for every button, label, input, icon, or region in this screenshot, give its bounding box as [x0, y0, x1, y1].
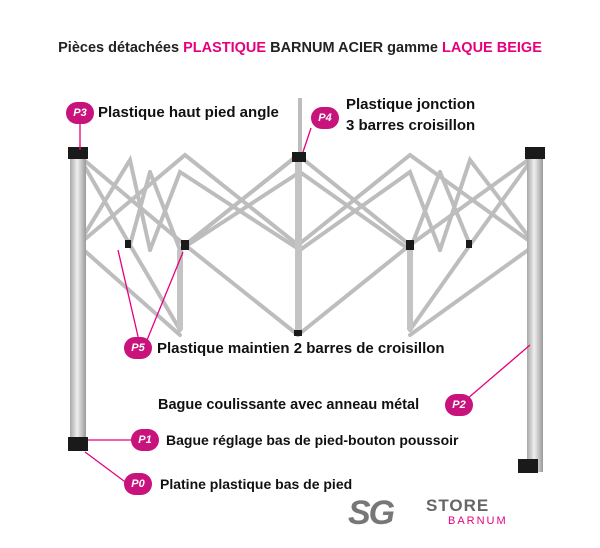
label-p4-line2: 3 barres croisillon — [346, 117, 476, 134]
front-left-leg — [70, 152, 86, 447]
p1-bottom-left — [68, 437, 88, 451]
leader-p4 — [302, 127, 312, 153]
title-part1: Pièces détachées — [58, 40, 184, 56]
p5-left — [181, 240, 189, 250]
leader-p5-a — [117, 249, 141, 346]
title-highlight-plastique: PLASTIQUE — [183, 40, 267, 56]
p5-right — [406, 240, 414, 250]
badge-p0: P0 — [124, 473, 152, 495]
back-left-leg — [177, 250, 183, 330]
label-p4-line1: Plastique jonction — [346, 96, 476, 113]
leader-p0 — [84, 451, 129, 485]
p3-top-left — [68, 147, 88, 159]
back-right-leg — [407, 250, 413, 330]
logo-barnum: BARNUM — [448, 515, 508, 527]
badge-p3: P3 — [66, 102, 94, 124]
label-p0: Platine plastique bas de pied — [160, 476, 353, 492]
center-post — [295, 162, 302, 332]
label-p1: Bague réglage bas de pied-bouton poussoi… — [166, 432, 459, 448]
p3-top-right — [525, 147, 545, 159]
logo-store: STORE — [426, 496, 490, 515]
center-mast — [298, 98, 302, 158]
leader-p5-b — [144, 251, 184, 346]
p5-bottom — [294, 330, 302, 336]
badge-p2: P2 — [445, 394, 473, 416]
p0-bottom-right — [518, 459, 538, 473]
label-p2: Bague coulissante avec anneau métal — [158, 397, 420, 413]
leader-p2 — [459, 344, 531, 406]
poles — [70, 98, 543, 472]
plastic-parts — [68, 147, 545, 473]
p4-junction — [292, 152, 306, 162]
badge-p4: P4 — [311, 107, 339, 129]
logo-sg: SG — [348, 494, 395, 532]
badge-p1: P1 — [131, 429, 159, 451]
page-title: Pièces détachées PLASTIQUE BARNUM ACIER … — [0, 40, 600, 56]
sg-store-barnum-logo: SG STORE BARNUM — [348, 494, 548, 538]
title-highlight-laque: LAQUE BEIGE — [441, 40, 542, 56]
badge-p5: P5 — [124, 337, 152, 359]
front-right-leg — [527, 152, 543, 472]
label-p5: Plastique maintien 2 barres de croisillo… — [157, 340, 445, 357]
title-part2: BARNUM ACIER gamme — [266, 40, 442, 56]
label-p3: Plastique haut pied angle — [98, 104, 279, 121]
